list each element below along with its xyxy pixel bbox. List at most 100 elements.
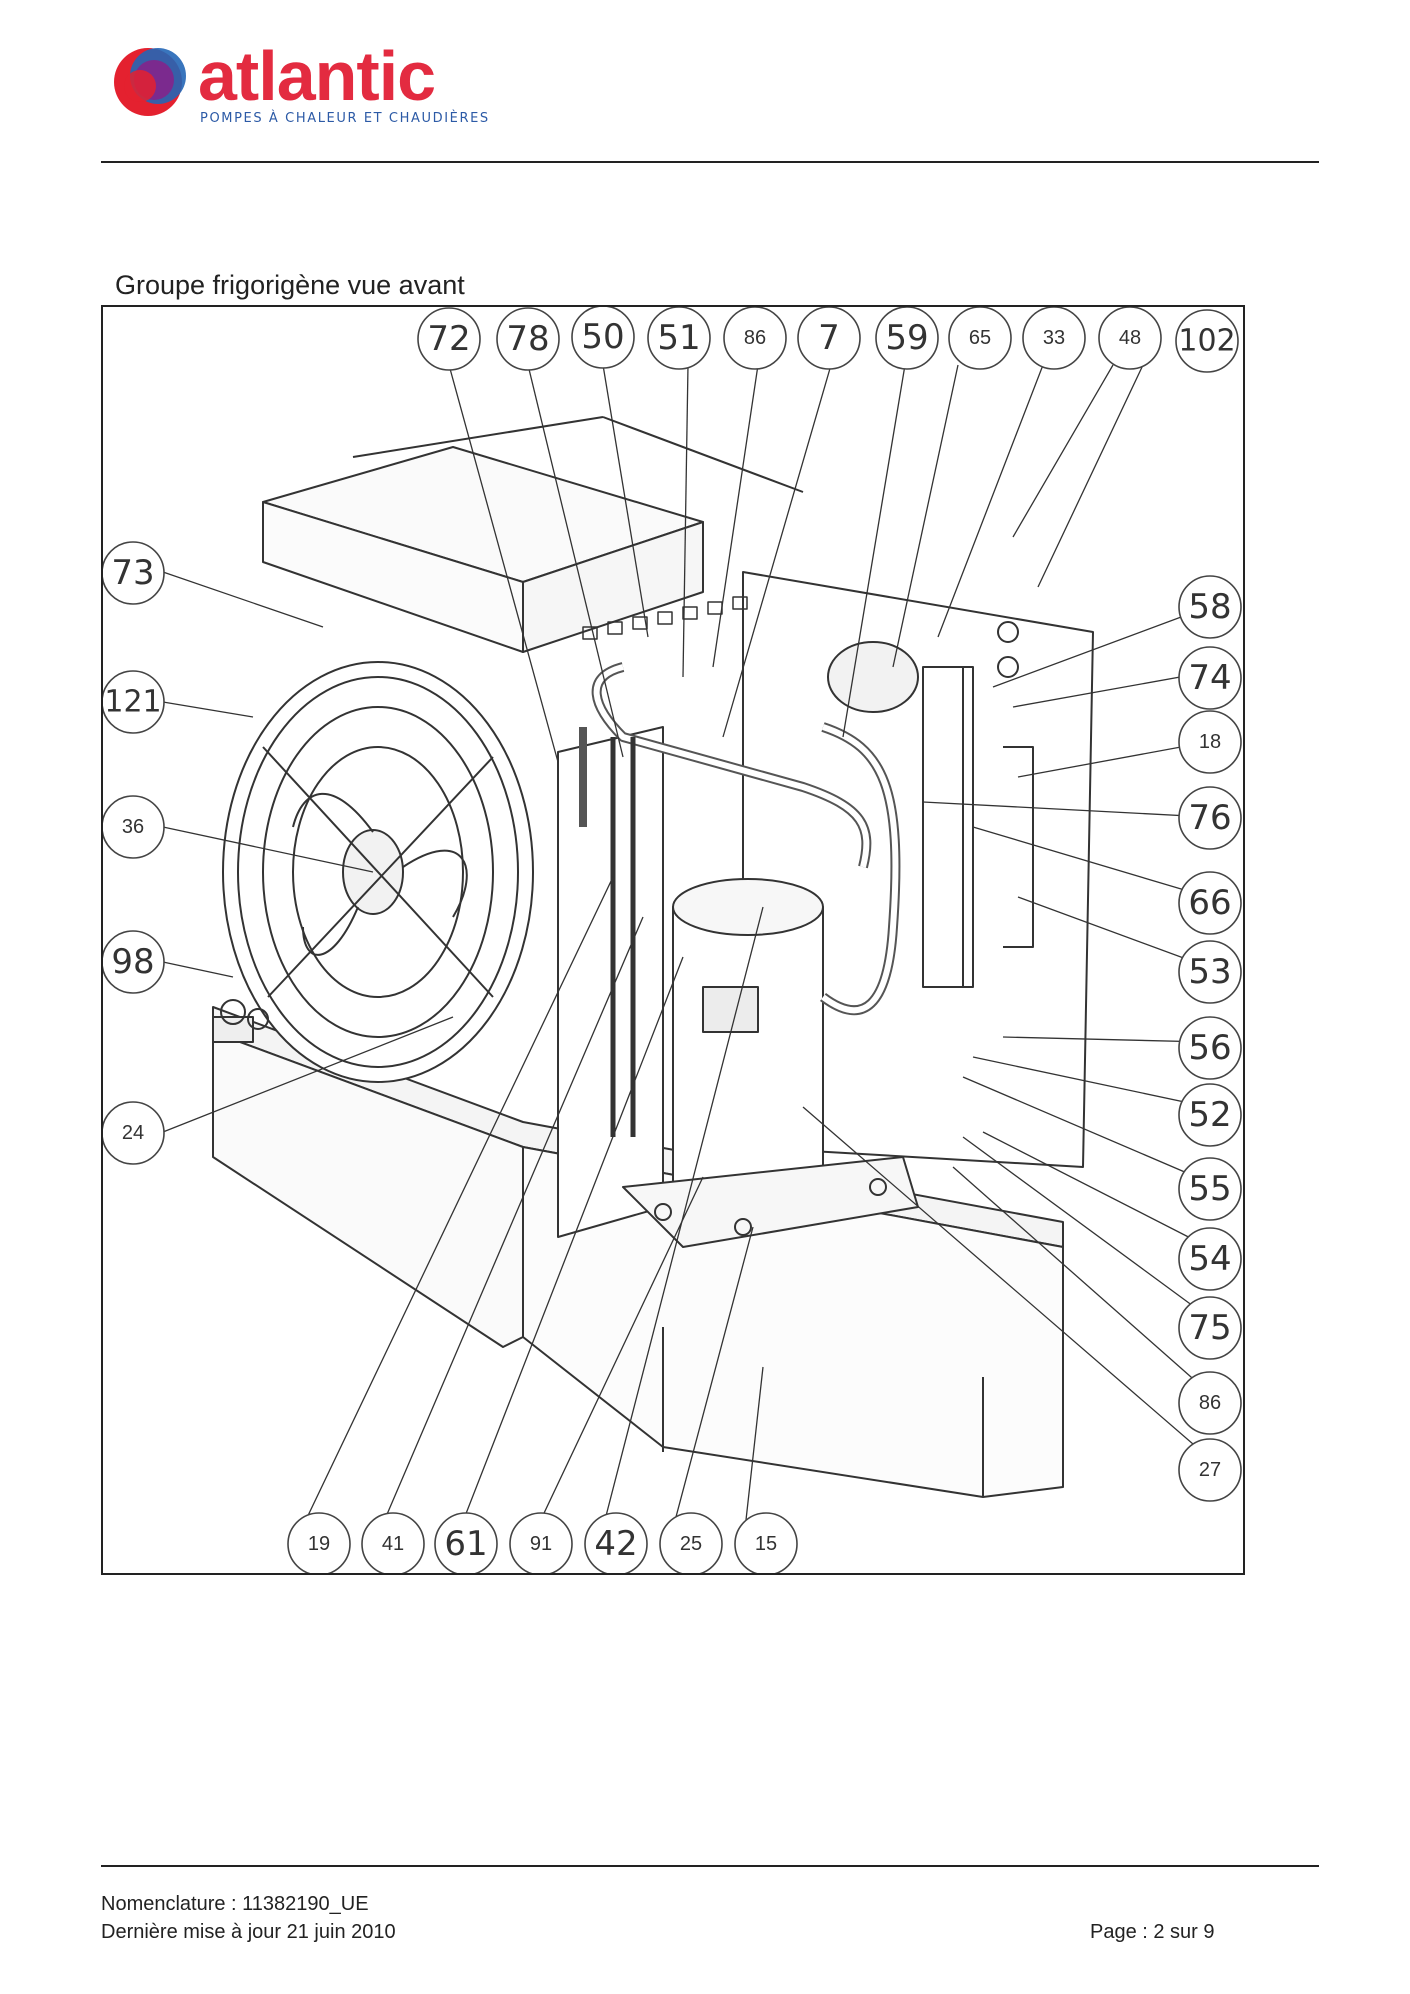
callout-number: 74: [1188, 658, 1231, 698]
callout-number: 51: [657, 318, 700, 358]
callout-102: 102: [1175, 309, 1239, 373]
brand-tagline: POMPES À CHALEUR ET CHAUDIÈRES: [200, 111, 490, 126]
callout-circle: [797, 307, 861, 370]
callout-circle: [509, 1512, 573, 1573]
callout-36: 36: [103, 795, 165, 859]
callout-circle: [1178, 1438, 1242, 1502]
callout-number: 53: [1188, 952, 1231, 992]
callout-circle: [103, 795, 165, 859]
callout-circle: [496, 307, 560, 371]
callout-number: 54: [1188, 1239, 1231, 1279]
callout-number: 50: [581, 317, 624, 357]
callout-circle: [103, 541, 165, 605]
callout-circle: [647, 307, 711, 370]
callout-number: 19: [308, 1533, 330, 1555]
callout-121: 121: [103, 670, 165, 734]
callout-number: 78: [506, 319, 549, 359]
callout-number: 42: [594, 1524, 637, 1564]
callout-42: 42: [584, 1512, 648, 1573]
callout-74: 74: [1178, 646, 1242, 710]
leader-lines: [162, 364, 1209, 1548]
callout-33: 33: [1022, 307, 1086, 370]
callout-circle: [1178, 1083, 1242, 1147]
callout-number: 86: [744, 327, 766, 349]
callout-15: 15: [734, 1512, 798, 1573]
callout-number: 41: [382, 1533, 404, 1555]
callout-circle: [875, 307, 939, 370]
callout-circle: [103, 1101, 165, 1165]
callout-number: 76: [1188, 798, 1231, 838]
footer-page-number: Page : 2 sur 9: [1090, 1921, 1215, 1943]
callout-number: 36: [122, 816, 144, 838]
callout-number: 27: [1199, 1459, 1221, 1481]
callout-51: 51: [647, 307, 711, 370]
callout-circle: [1178, 871, 1242, 935]
callout-circle: [1178, 786, 1242, 850]
callout-circle: [1178, 1157, 1242, 1221]
callout-54: 54: [1178, 1227, 1242, 1291]
callout-number: 91: [530, 1533, 552, 1555]
callout-number: 24: [122, 1122, 144, 1144]
callout-number: 65: [969, 327, 991, 349]
callout-27: 27: [1178, 1438, 1242, 1502]
callout-25: 25: [659, 1512, 723, 1573]
callout-circle: [1022, 307, 1086, 370]
callout-circle: [1178, 575, 1242, 639]
callout-number: 52: [1188, 1095, 1231, 1135]
callout-circle: [584, 1512, 648, 1573]
callout-number: 75: [1188, 1308, 1231, 1348]
machine-illustration: [212, 416, 1094, 1498]
callout-24: 24: [103, 1101, 165, 1165]
atlantic-logo-mark-icon: [114, 48, 186, 116]
footer-rule: [101, 1865, 1319, 1867]
callout-circle: [1178, 940, 1242, 1004]
callout-65: 65: [948, 307, 1012, 370]
callout-73: 73: [103, 541, 165, 605]
callout-circle: [287, 1512, 351, 1573]
callout-78: 78: [496, 307, 560, 371]
callout-53: 53: [1178, 940, 1242, 1004]
callout-66: 66: [1178, 871, 1242, 935]
callout-number: 66: [1188, 883, 1231, 923]
callout-98: 98: [103, 930, 165, 994]
callout-56: 56: [1178, 1016, 1242, 1080]
callout-number: 59: [885, 318, 928, 358]
callout-61: 61: [434, 1512, 498, 1573]
brand-name: atlantic: [198, 37, 436, 115]
callout-number: 86: [1199, 1392, 1221, 1414]
callout-circle: [1178, 646, 1242, 710]
callout-18: 18: [1178, 710, 1242, 774]
callout-55: 55: [1178, 1157, 1242, 1221]
brand-logo: atlantic POMPES À CHALEUR ET CHAUDIÈRES: [110, 36, 490, 136]
callout-number: 72: [427, 319, 470, 359]
callout-circle: [361, 1512, 425, 1573]
callout-48: 48: [1098, 307, 1162, 370]
callout-circle: [659, 1512, 723, 1573]
callout-number: 55: [1188, 1169, 1231, 1209]
callout-number: 58: [1188, 587, 1231, 627]
callout-59: 59: [875, 307, 939, 370]
callout-number: 18: [1199, 731, 1221, 753]
callout-52: 52: [1178, 1083, 1242, 1147]
callout-circle: [1098, 307, 1162, 370]
callout-circle: [1175, 309, 1239, 373]
callout-number: 121: [104, 685, 161, 720]
callout-circle: [103, 670, 165, 734]
header-rule: [101, 161, 1319, 163]
footer-nomenclature: Nomenclature : 11382190_UE: [101, 1893, 369, 1915]
callout-number: 7: [818, 318, 840, 358]
callout-number: 25: [680, 1533, 702, 1555]
callout-circle: [948, 307, 1012, 370]
callout-circle: [734, 1512, 798, 1573]
callout-number: 15: [755, 1533, 777, 1555]
callout-circle: [1178, 710, 1242, 774]
callout-86: 86: [1178, 1371, 1242, 1435]
callout-number: 98: [111, 942, 154, 982]
callout-72: 72: [417, 307, 481, 371]
callout-circle: [1178, 1227, 1242, 1291]
callout-76: 76: [1178, 786, 1242, 850]
callout-75: 75: [1178, 1296, 1242, 1360]
